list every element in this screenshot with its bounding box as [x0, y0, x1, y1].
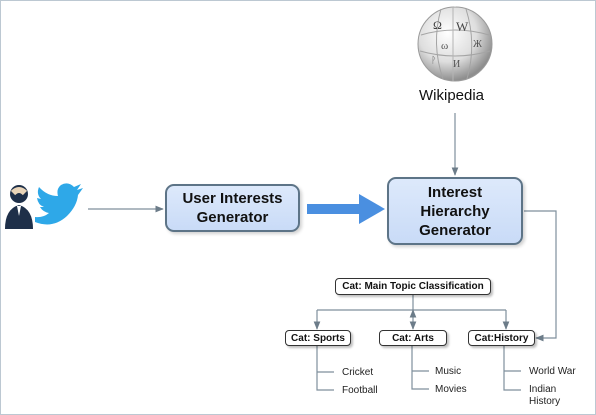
hierarchy-tree-lines	[313, 295, 521, 391]
svg-text:Ω: Ω	[433, 18, 442, 32]
leaf-cricket: Cricket	[342, 367, 374, 378]
wikipedia-label: Wikipedia	[419, 87, 485, 104]
leaf-football: Football	[342, 385, 378, 396]
arrow-ihg-to-hierarchy	[524, 210, 557, 342]
category-node-history: Cat:History	[468, 330, 535, 346]
svg-text:ω: ω	[441, 40, 448, 52]
main-topic-classification-node: Cat: Main Topic Classification	[335, 278, 491, 295]
leaf-music: Music	[435, 366, 462, 377]
user-icon	[5, 185, 33, 229]
user-interests-generator-box: User Interests Generator	[165, 184, 300, 232]
category-node-arts: Cat: Arts	[379, 330, 447, 346]
arrow-uig-to-ihg	[307, 194, 385, 224]
svg-text:ᚹ: ᚹ	[431, 55, 436, 65]
svg-text:Ж: Ж	[473, 39, 482, 50]
twitter-bird-icon	[35, 183, 83, 225]
leaf-indian-history: Indian History	[529, 384, 561, 407]
interest-hierarchy-generator-box: Interest Hierarchy Generator	[387, 177, 523, 245]
svg-text:И: И	[453, 59, 460, 70]
category-node-sports: Cat: Sports	[285, 330, 351, 346]
wikipedia-globe-icon: Ω W Ж ω И ᚹ	[417, 1, 493, 82]
leaf-world-war: World War	[529, 366, 576, 377]
svg-text:W: W	[456, 19, 469, 34]
leaf-movies: Movies	[435, 384, 467, 395]
